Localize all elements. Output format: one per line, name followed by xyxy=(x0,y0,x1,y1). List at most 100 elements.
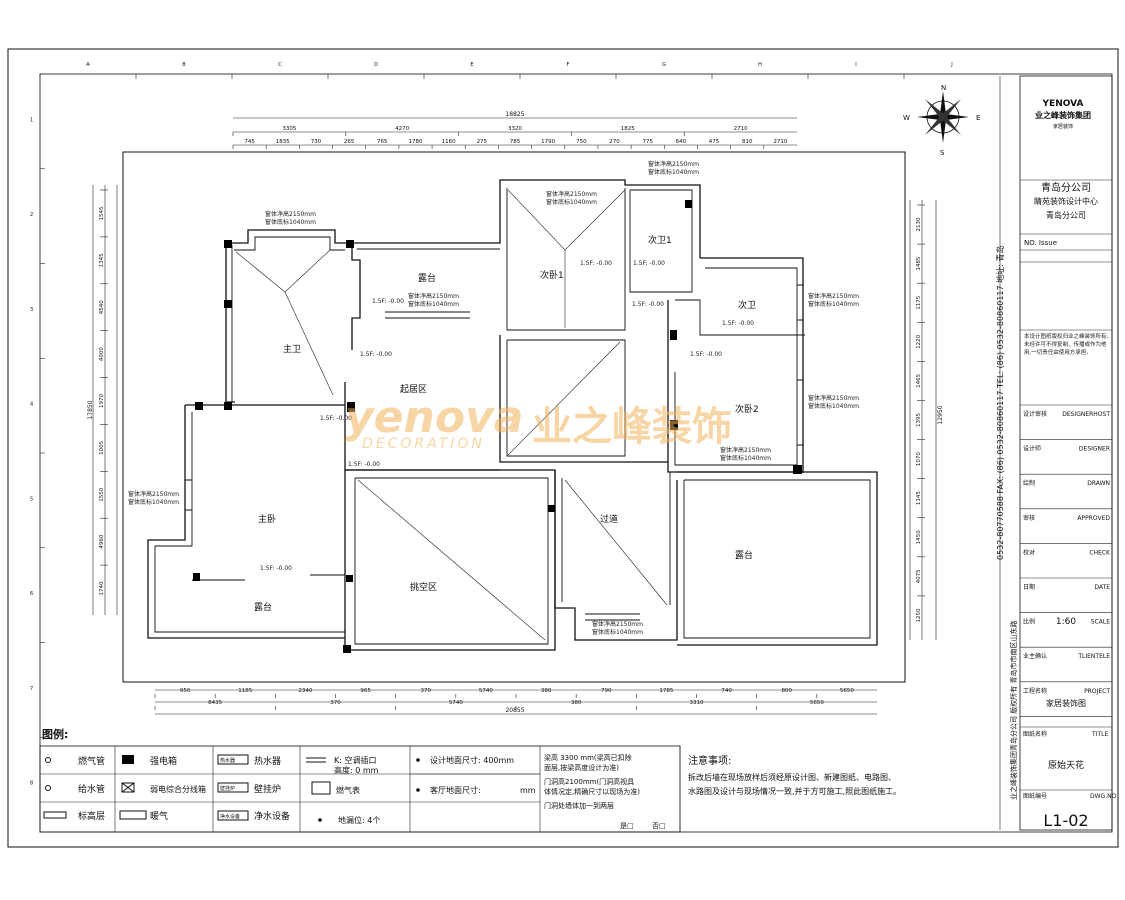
tb-row-en: DESIGNER xyxy=(1079,446,1110,453)
legend-living-floor-size: 客厅地面尺寸: xyxy=(430,785,481,795)
note-slab: 1.5F: -0.00 xyxy=(348,461,380,468)
dim-label: 1220 xyxy=(916,334,922,348)
water-purifier-icon xyxy=(217,810,249,821)
water-heater-icon xyxy=(217,754,249,765)
dim-label: 800 xyxy=(782,688,793,694)
note-ceiling-b: 窗体底标1040mm xyxy=(592,628,643,636)
grid-letter: B xyxy=(182,62,186,68)
compass-e: E xyxy=(976,114,980,122)
inner-border xyxy=(39,73,1113,833)
legend-gas-meter: 燃气表 xyxy=(336,785,360,795)
dim-label: 270 xyxy=(609,139,620,145)
title-block: YENOVA 业之峰装饰集团 家居装饰 青岛分公司 睛苑装饰设计中心 青岛分公司… xyxy=(995,75,1117,831)
room-balcony-br: 露台 xyxy=(735,549,753,561)
grid-number: 7 xyxy=(30,686,33,692)
dim-label: 1740 xyxy=(99,581,105,595)
dim-label: 1485 xyxy=(916,256,922,270)
legend-weak-box: 弱电综合分线箱 xyxy=(150,784,206,794)
tb-row-en: TLIENTELE xyxy=(1077,653,1110,660)
tb-logo-cn: 业之峰装饰集团 xyxy=(1035,110,1091,120)
note-ceiling-b: 窗体底标1040mm xyxy=(720,454,771,462)
legend-level: 标高层 xyxy=(78,810,105,822)
dim-label: 1070 xyxy=(916,452,922,466)
note-ceiling-b: 窗体底标1040mm xyxy=(408,300,459,308)
dim-label: 1825 xyxy=(621,126,635,132)
grid-letter: C xyxy=(278,62,282,68)
boiler-icon xyxy=(217,782,249,793)
note-ceiling-a: 窗体净高2150mm xyxy=(808,292,859,300)
room-second-bedroom1: 次卧1 xyxy=(540,269,564,281)
gas-meter-icon xyxy=(311,781,331,795)
note-slab: 1.5F: -0.00 xyxy=(722,320,754,327)
gas-pipe-icon xyxy=(45,757,51,763)
tb-branch-sub2: 青岛分公司 xyxy=(1046,210,1086,220)
dim-label: 1250 xyxy=(916,608,922,622)
tb-row-en: CHECK xyxy=(1089,549,1111,556)
grid-number: 2 xyxy=(30,212,33,218)
water-heater-icon-label: 热水器 xyxy=(220,757,235,764)
dim-label: 4000 xyxy=(99,347,105,361)
dim-label: 5650 xyxy=(840,688,854,694)
legend-beam-1: 梁高 3300 mm(梁高已扣除 xyxy=(544,753,632,762)
tb-copyright-vertical: 业之峰装饰集团青岛分公司 版权所有 青岛市市南区山东路 xyxy=(1009,621,1018,800)
tb-row-en: DATE xyxy=(1094,584,1110,591)
note-ceiling-a: 窗体净高2150mm xyxy=(546,190,597,198)
window-annotations: 窗体净高2150mm 窗体底标1040mm 窗体净高2150mm 窗体底标104… xyxy=(128,160,859,636)
room-master-bath: 主卫 xyxy=(283,343,301,355)
dim-label: 8435 xyxy=(208,700,222,706)
tb-contact-vertical: 0532-80770588 FAX: (86) 0532-80860117 TE… xyxy=(995,246,1005,560)
floor-plan-walls xyxy=(147,179,878,653)
tb-row-cn: 设计审核 xyxy=(1023,410,1047,418)
dim-label: 1545 xyxy=(99,206,105,220)
tb-row-cn: 日期 xyxy=(1023,583,1035,591)
dim-label: 640 xyxy=(676,139,687,145)
legend-power-box: 强电箱 xyxy=(150,755,177,767)
room-second-bedroom2: 次卧2 xyxy=(735,403,759,415)
tb-title-label-en: TITLE xyxy=(1091,731,1108,738)
tb-dwg-label: 图纸编号 xyxy=(1023,792,1047,800)
note-ceiling-b: 窗体底标1040mm xyxy=(808,300,859,308)
room-balcony-bl: 露台 xyxy=(254,601,272,613)
notes-title: 注意事项: xyxy=(688,754,731,767)
note-ceiling-a: 窗体净高2150mm xyxy=(648,160,699,168)
dim-bottom-overall: 20855 xyxy=(505,707,524,714)
watermark: yenova 业之峰装饰 DECORATION xyxy=(345,392,732,452)
legend-boiler: 壁挂炉 xyxy=(254,783,281,795)
dim-label: 370 xyxy=(330,700,341,706)
dim-label: 1005 xyxy=(99,440,105,454)
dim-label: 4270 xyxy=(395,126,409,132)
dim-label: 2130 xyxy=(916,217,922,231)
tb-row-en: PROJECT xyxy=(1084,688,1110,695)
note-ceiling-a: 窗体净高2150mm xyxy=(265,210,316,218)
tb-no-issue: NO. Issue xyxy=(1024,239,1057,247)
dim-label: 750 xyxy=(576,139,587,145)
legend-door-3: 门洞处墙体加一到两层 xyxy=(544,801,614,810)
tb-row-cn: 校对 xyxy=(1023,548,1035,556)
grid-letter: D xyxy=(374,62,378,68)
tb-dwg-label-en: DWG.NO xyxy=(1090,793,1117,800)
note-ceiling-a: 窗体净高2150mm xyxy=(808,394,859,402)
dim-label: 265 xyxy=(344,139,355,145)
dim-label: 1395 xyxy=(916,413,922,427)
dim-label: 1790 xyxy=(541,139,555,145)
legend-mm-unit: mm xyxy=(520,786,536,795)
watermark-cn: 业之峰装饰 xyxy=(532,404,732,450)
dim-label: 3310 xyxy=(690,700,704,706)
compass-icon: N S E W xyxy=(903,84,980,157)
dim-right-overall: 12950 xyxy=(937,405,944,424)
legend-door-1: 门洞高2100mm(门洞高视具 xyxy=(544,777,634,786)
dim-label: 1785 xyxy=(659,688,673,694)
room-living: 起居区 xyxy=(400,384,427,395)
dim-label: 1185 xyxy=(238,688,252,694)
grid-letter: H xyxy=(758,62,762,68)
tb-title-value: 原始天花 xyxy=(1048,759,1084,771)
tb-row-cn: 设计师 xyxy=(1023,445,1041,453)
legend-water-pipe: 给水管 xyxy=(78,783,105,795)
tb-row-en: DESIGNERHOST xyxy=(1062,411,1110,418)
level-icon xyxy=(43,811,67,819)
dim-label: 5740 xyxy=(449,700,463,706)
dim-label: 765 xyxy=(377,139,388,145)
